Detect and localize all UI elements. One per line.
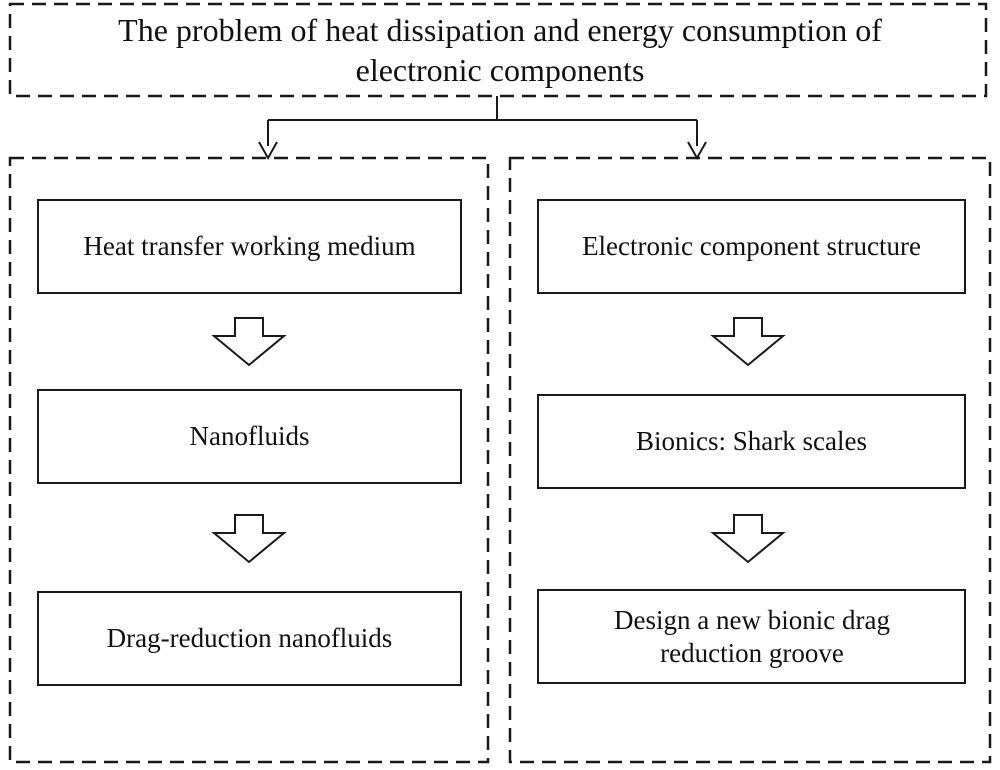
left-step-box-3 [37, 591, 462, 686]
left-group-box [8, 156, 490, 764]
title-box [8, 2, 988, 98]
left-down-arrow-2 [211, 514, 287, 564]
right-step-box-3 [537, 589, 966, 684]
left-step-label-2: Nanofluids [189, 421, 310, 451]
right-step-label-3: Design a new bionic drag reduction groov… [614, 604, 890, 668]
left-step-box-2 [37, 389, 462, 484]
right-group-box [508, 156, 992, 764]
title-connector [267, 96, 698, 146]
right-step-label-1: Electronic component structure [582, 231, 921, 261]
right-down-arrow-1 [710, 317, 786, 367]
left-down-arrow-1 [211, 317, 287, 367]
diagram-title: The problem of heat dissipation and ener… [118, 12, 882, 88]
right-step-label-2: Bionics: Shark scales [636, 426, 867, 456]
left-step-label-3: Drag-reduction nanofluids [106, 623, 393, 653]
arrowhead-left [258, 141, 278, 161]
right-step-box-1 [537, 199, 966, 294]
left-step-box-1 [37, 199, 462, 294]
left-step-label-1: Heat transfer working medium [83, 231, 416, 261]
right-step-box-2 [537, 394, 966, 489]
right-down-arrow-2 [710, 514, 786, 564]
